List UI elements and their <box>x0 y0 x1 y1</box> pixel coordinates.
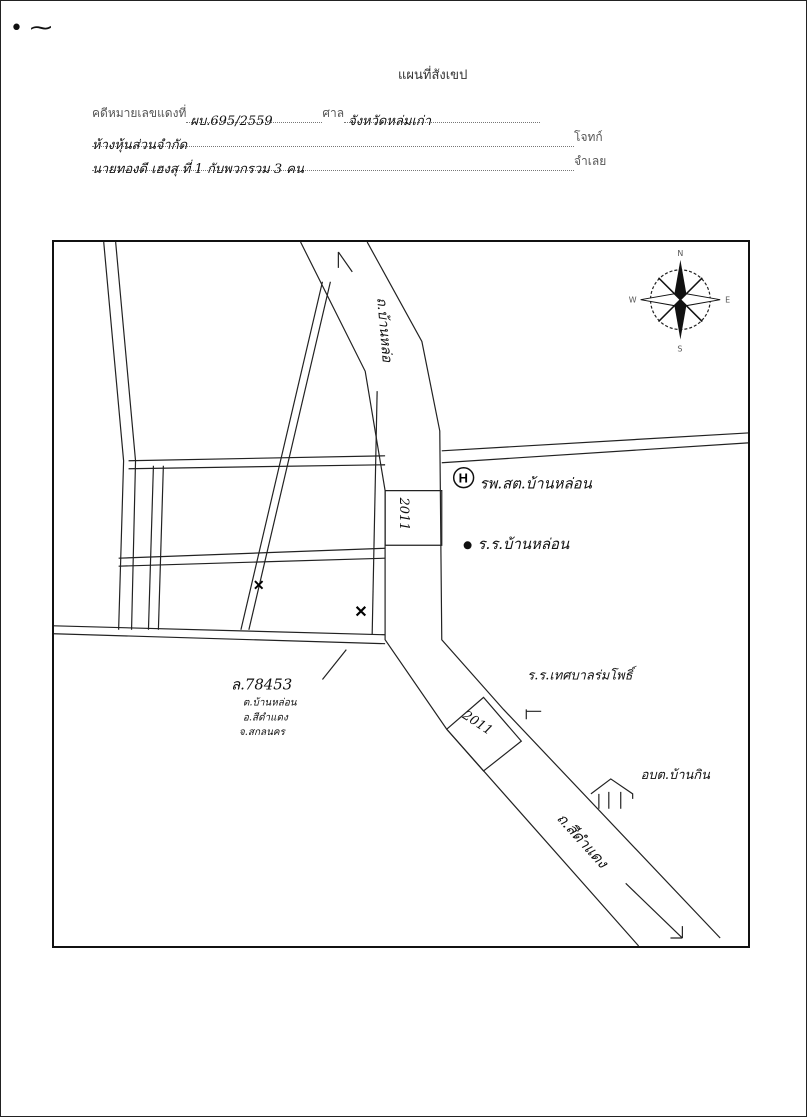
plaintiff-label: โจทก์ <box>574 130 603 144</box>
compass-south: S <box>677 344 682 353</box>
police-station-label: ร.ร.บ้านหล่อน <box>478 535 570 553</box>
east-road-south-edge <box>441 442 748 464</box>
defendant-value: นายทองดี เฮงสุ ที่ 1 กับพวกรวม 3 คน <box>92 158 574 177</box>
south-arrow-tick <box>625 882 683 939</box>
parcel-subdistrict: ต.บ้านหล่อน <box>243 696 298 708</box>
west-road-a <box>103 242 125 630</box>
grid-street-3b <box>54 633 386 645</box>
district-office-sketch <box>590 778 634 809</box>
grid-diagonal-a <box>240 281 324 630</box>
main-road-east-edge <box>366 242 721 939</box>
parcel-x-marker: ✕ <box>354 604 367 621</box>
road-network <box>54 242 748 946</box>
compass-rose: N S E W <box>629 249 730 353</box>
court-label: ศาล <box>322 106 345 120</box>
grid-lane-1b <box>157 465 164 630</box>
parcel-district: อ.สีดำแดง <box>243 711 289 723</box>
road-upper-label: ถ.บ้านหล่อ <box>373 297 395 364</box>
grid-street-1b <box>128 464 386 470</box>
school-label: ร.ร.เทศบาลร่มโพธิ์ <box>527 666 637 684</box>
sketch-map: H รพ.สต.บ้านหล่อน ร.ร.บ้านหล่อน ร.ร.เทศบ… <box>52 240 750 948</box>
court-value: จังหวัดหล่มเก่า <box>344 110 541 129</box>
svg-text:H: H <box>459 471 468 486</box>
grid-diagonal-b <box>248 281 331 630</box>
case-number-row: คดีหมายเลขแดงที่ ผบ.695/2559 ศาล จังหวัด… <box>92 104 541 129</box>
compass-east: E <box>725 296 730 305</box>
grid-street-2a <box>118 547 386 559</box>
school-flag-sketch <box>525 709 542 720</box>
route-sign-lower-box <box>445 696 523 772</box>
landmark-marker: ✕ <box>253 577 265 593</box>
route-lower-number: 2011 <box>459 708 496 739</box>
grid-lane-1a <box>147 465 155 630</box>
defendant-label: จำเลย <box>574 154 607 168</box>
east-road-north-edge <box>441 432 748 452</box>
hospital-marker: H <box>452 466 475 489</box>
plaintiff-row: ห้างหุ้นส่วนจำกัด โจทก์ <box>92 128 603 153</box>
grid-street-2b <box>118 557 386 567</box>
parcel-province: จ.สกลนคร <box>239 727 287 738</box>
route-sign-upper-box <box>384 489 443 546</box>
parcel-leader-line <box>321 649 347 680</box>
compass-west: W <box>629 296 637 305</box>
grid-lane-2 <box>371 391 378 635</box>
compass-north: N <box>677 249 683 258</box>
district-office-label: อบต.บ้านกิน <box>641 768 712 783</box>
defendant-row: นายทองดี เฮงสุ ที่ 1 กับพวกรวม 3 คน จำเล… <box>92 152 607 177</box>
page-title: แผนที่สังเขป <box>398 68 468 83</box>
parcel-number: ล.78453 <box>231 675 292 693</box>
hospital-label: รพ.สต.บ้านหล่อน <box>480 475 593 493</box>
road-lower-label: ถ.สีดำแดง <box>553 809 613 872</box>
case-number-value: ผบ.695/2559 <box>186 110 323 129</box>
plaintiff-value: ห้างหุ้นส่วนจำกัด <box>92 134 574 153</box>
route-upper-number: 2011 <box>396 497 411 531</box>
corner-mark: • ⁓ <box>10 16 52 41</box>
west-road-b <box>115 242 137 630</box>
grid-street-3a <box>54 625 386 636</box>
grid-street-1a <box>128 455 386 462</box>
police-station-marker <box>463 541 472 550</box>
case-number-label: คดีหมายเลขแดงที่ <box>92 106 187 120</box>
north-arrow-tick <box>337 251 353 273</box>
